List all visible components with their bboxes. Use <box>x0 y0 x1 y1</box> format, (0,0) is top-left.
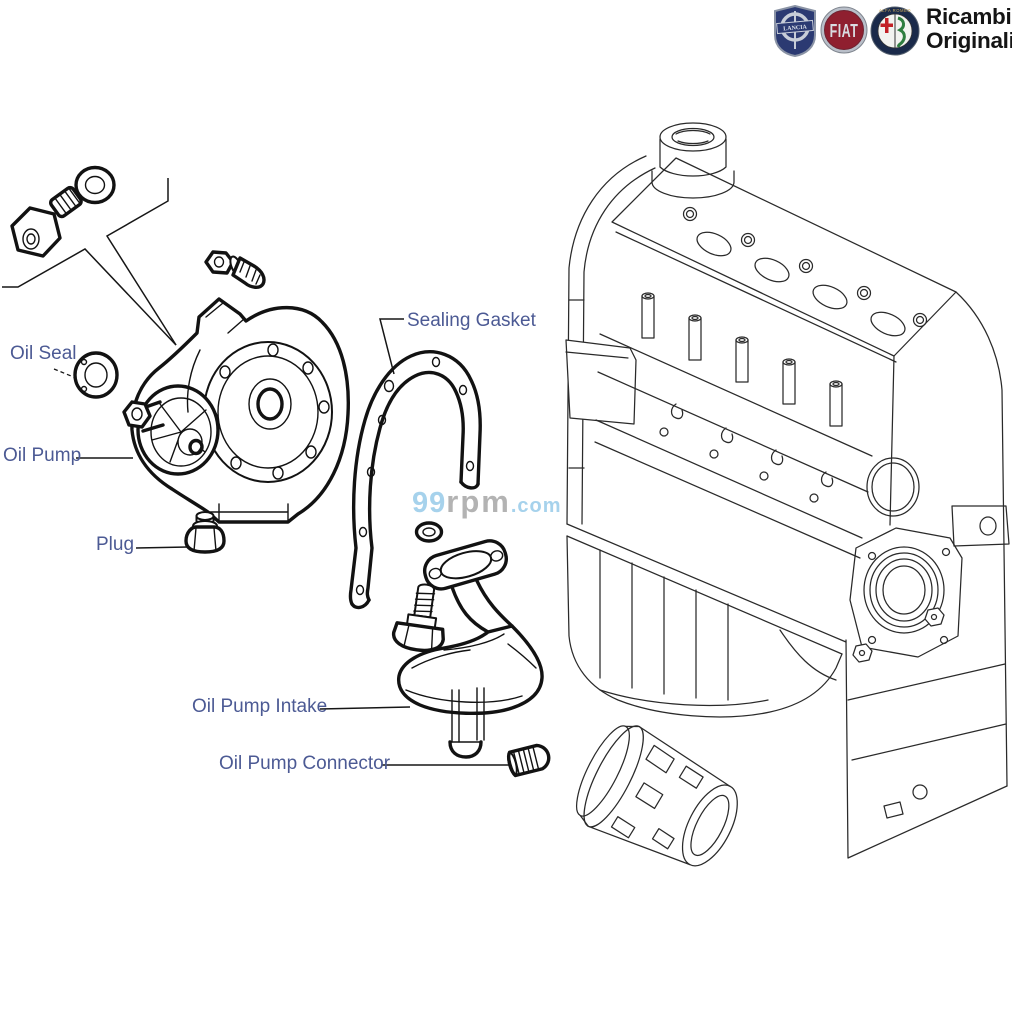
plug-label: Plug <box>96 534 135 555</box>
leader-line-ring <box>2 248 177 346</box>
union-fitting-drawing <box>204 250 266 289</box>
oil-pump-connector-drawing <box>382 743 551 778</box>
parts-diagram <box>2 165 551 778</box>
intake-bolt-drawing <box>392 583 445 653</box>
watermark-com: .com <box>510 495 562 517</box>
plug-drawing <box>135 511 226 554</box>
sealing-gasket-leader <box>379 318 404 375</box>
oil-pump-intake-leader <box>319 706 411 710</box>
oil-pump-drawing <box>76 297 350 524</box>
fiat-logo-text: FIAT <box>830 21 859 41</box>
oil-pump-label: Oil Pump <box>3 445 82 466</box>
alfa-romeo-logo: ALFA ROMEO <box>870 6 920 56</box>
plug-leader <box>135 546 189 549</box>
oil-seal-label: Oil Seal <box>10 343 77 364</box>
fiat-logo: FIAT <box>820 6 868 54</box>
leader-line-bolt <box>105 178 177 346</box>
oring-drawing <box>414 521 444 543</box>
oil-pump-connector-label: Oil Pump Connector <box>219 753 391 774</box>
watermark-99: 99 <box>412 487 447 519</box>
brand-name-line2: Originali <box>926 27 1012 53</box>
head-bolt-bosses <box>682 206 928 328</box>
oil-seal-leader <box>53 368 77 379</box>
oil-filter-drawing <box>576 725 738 867</box>
oil-pump-intake-drawing <box>319 539 544 759</box>
seal-ring-drawing <box>74 165 116 205</box>
engine-drawing <box>565 122 1010 859</box>
sealing-gasket-drawing <box>348 318 482 610</box>
sealing-gasket-label: Sealing Gasket <box>407 310 536 331</box>
watermark: 99 rpm .com <box>412 484 562 520</box>
brand-header: LANCIA FIAT ALFA ROMEO Ricambi Originali <box>772 5 1012 58</box>
oil-seal-drawing <box>53 351 119 399</box>
head-studs <box>641 292 843 427</box>
brand-name: Ricambi Originali <box>926 5 1012 52</box>
lancia-logo: LANCIA <box>774 5 816 58</box>
watermark-rpm: rpm <box>446 484 511 519</box>
bolt-drawing <box>10 185 83 258</box>
alfa-logo-text: ALFA ROMEO <box>879 8 911 13</box>
lancia-logo-text: LANCIA <box>783 24 808 32</box>
brand-name-line1: Ricambi <box>926 4 1012 29</box>
oil-pump-intake-label: Oil Pump Intake <box>192 696 328 717</box>
